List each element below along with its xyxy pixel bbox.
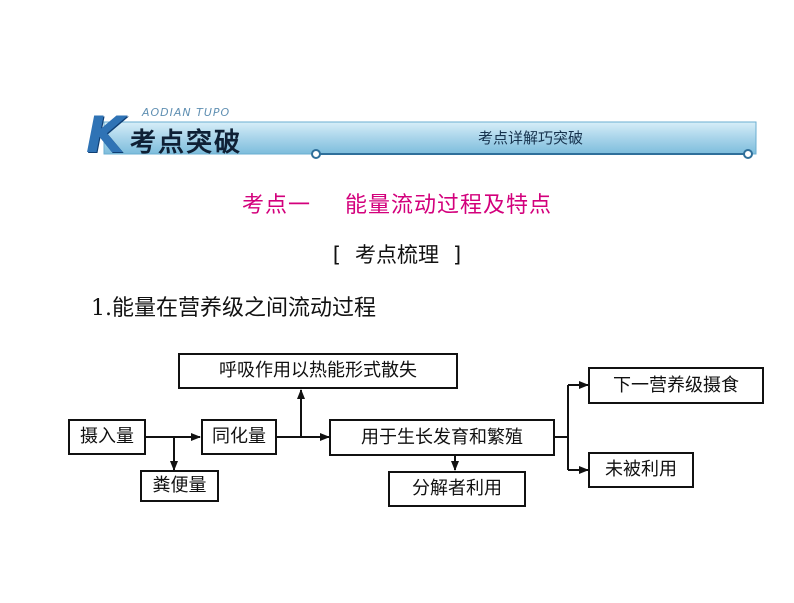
node-next-level: 下一营养级摄食 [588,367,764,404]
banner-right-text: 考点详解巧突破 [478,129,584,147]
banner-title: 考点突破 [130,128,243,158]
subheading-text: 考点梳理 [355,243,439,267]
node-feces-label: 粪便量 [152,475,207,496]
node-assimilation: 同化量 [201,419,277,455]
node-decomposer: 分解者利用 [388,471,526,507]
section-heading: 考点一 能量流动过程及特点 [0,187,794,219]
node-growth-label: 用于生长发育和繁殖 [361,426,523,448]
heading-topic: 能量流动过程及特点 [345,193,553,218]
node-intake-label: 摄入量 [80,426,134,447]
bracket-close: ] [453,243,462,267]
banner-k-logo: K [86,106,125,164]
node-assimilation-label: 同化量 [212,426,266,447]
node-unused-label: 未被利用 [605,459,677,480]
node-next-level-label: 下一营养级摄食 [613,374,739,396]
node-growth: 用于生长发育和繁殖 [329,419,555,456]
node-respiration-label: 呼吸作用以热能形式散失 [219,360,417,381]
subheading: [ 考点梳理] [0,239,794,269]
bracket-open: [ [332,243,341,267]
node-intake: 摄入量 [68,419,146,455]
banner-small-text: AODIAN TUPO [142,106,231,119]
node-feces: 粪便量 [140,470,219,502]
heading-number: 考点一 [241,193,311,218]
node-decomposer-label: 分解者利用 [412,478,502,499]
node-unused: 未被利用 [588,452,694,488]
item-title: 1.能量在营养级之间流动过程 [91,296,376,321]
node-respiration: 呼吸作用以热能形式散失 [178,353,458,389]
section-banner [103,121,757,159]
